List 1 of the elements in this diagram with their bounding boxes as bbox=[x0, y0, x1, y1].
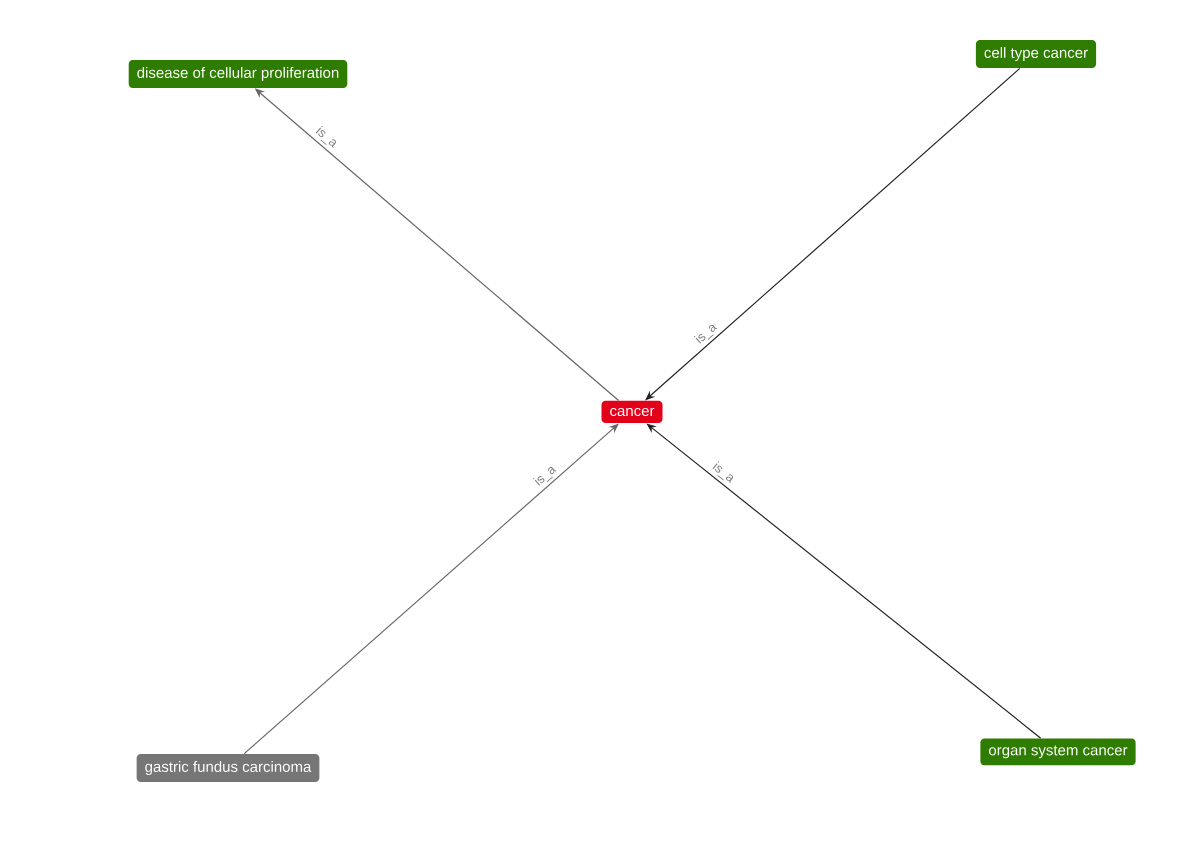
arrow bbox=[243, 423, 619, 755]
